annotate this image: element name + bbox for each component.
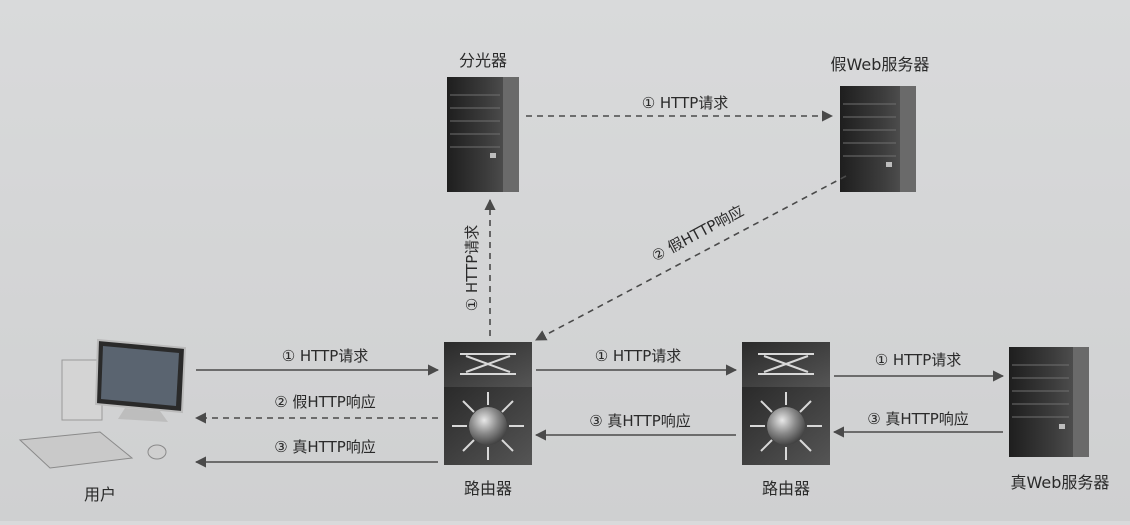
router1-icon bbox=[444, 342, 532, 465]
fake-server-icon bbox=[840, 86, 916, 192]
user-label: 用户 bbox=[84, 485, 116, 504]
edge-label-router-to-user-fake: ② 假HTTP响应 bbox=[274, 393, 376, 411]
edge-label-splitter-to-fake: ① HTTP请求 bbox=[642, 94, 729, 112]
edge-label-fake-to-router: ② 假HTTP响应 bbox=[649, 202, 747, 266]
splitter-label: 分光器 bbox=[459, 51, 507, 70]
real-server-icon bbox=[1009, 347, 1089, 457]
user-computer-icon bbox=[18, 338, 187, 469]
arrow-fake-to-router bbox=[535, 175, 847, 341]
edge-label-user-to-router: ① HTTP请求 bbox=[282, 347, 369, 365]
edge-label-router-to-splitter: ① HTTP请求 bbox=[463, 225, 481, 312]
real-server-label: 真Web服务器 bbox=[1011, 473, 1110, 492]
fake-server-label: 假Web服务器 bbox=[831, 55, 930, 74]
edge-label-router1-to-router2: ① HTTP请求 bbox=[595, 347, 682, 365]
router1-label: 路由器 bbox=[464, 479, 512, 498]
router2-label: 路由器 bbox=[762, 479, 810, 498]
edge-label-server-to-router2: ③ 真HTTP响应 bbox=[867, 410, 969, 428]
edge-label-router2-to-server: ① HTTP请求 bbox=[875, 351, 962, 369]
edge-label-router-to-user-real: ③ 真HTTP响应 bbox=[274, 438, 376, 456]
router2-icon bbox=[742, 342, 830, 465]
splitter-server-icon bbox=[447, 77, 519, 192]
edge-label-router2-to-router1: ③ 真HTTP响应 bbox=[589, 412, 691, 430]
